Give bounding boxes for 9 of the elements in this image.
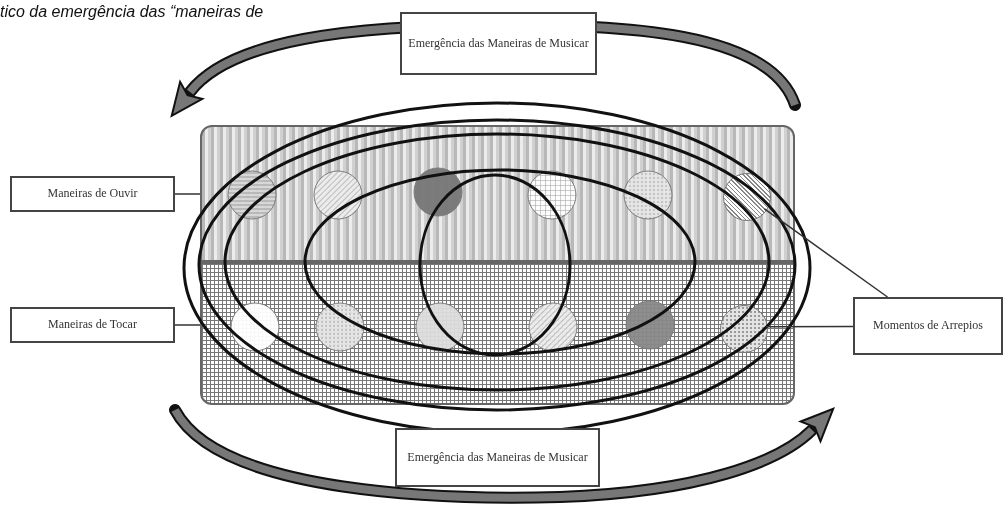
label-box: Maneiras de Ouvir: [10, 176, 175, 212]
label-box: Momentos de Arrepios: [853, 297, 1003, 355]
diagram-title: tico da emergência das “maneiras de: [0, 3, 264, 21]
label-box: Emergência das Maneiras de Musicar: [395, 428, 600, 487]
leader-line: [174, 193, 201, 195]
leader-line: [765, 325, 854, 328]
label-box: Maneiras de Tocar: [10, 307, 175, 343]
leader-line: [174, 324, 201, 326]
label-box: Emergência das Maneiras de Musicar: [400, 12, 597, 75]
